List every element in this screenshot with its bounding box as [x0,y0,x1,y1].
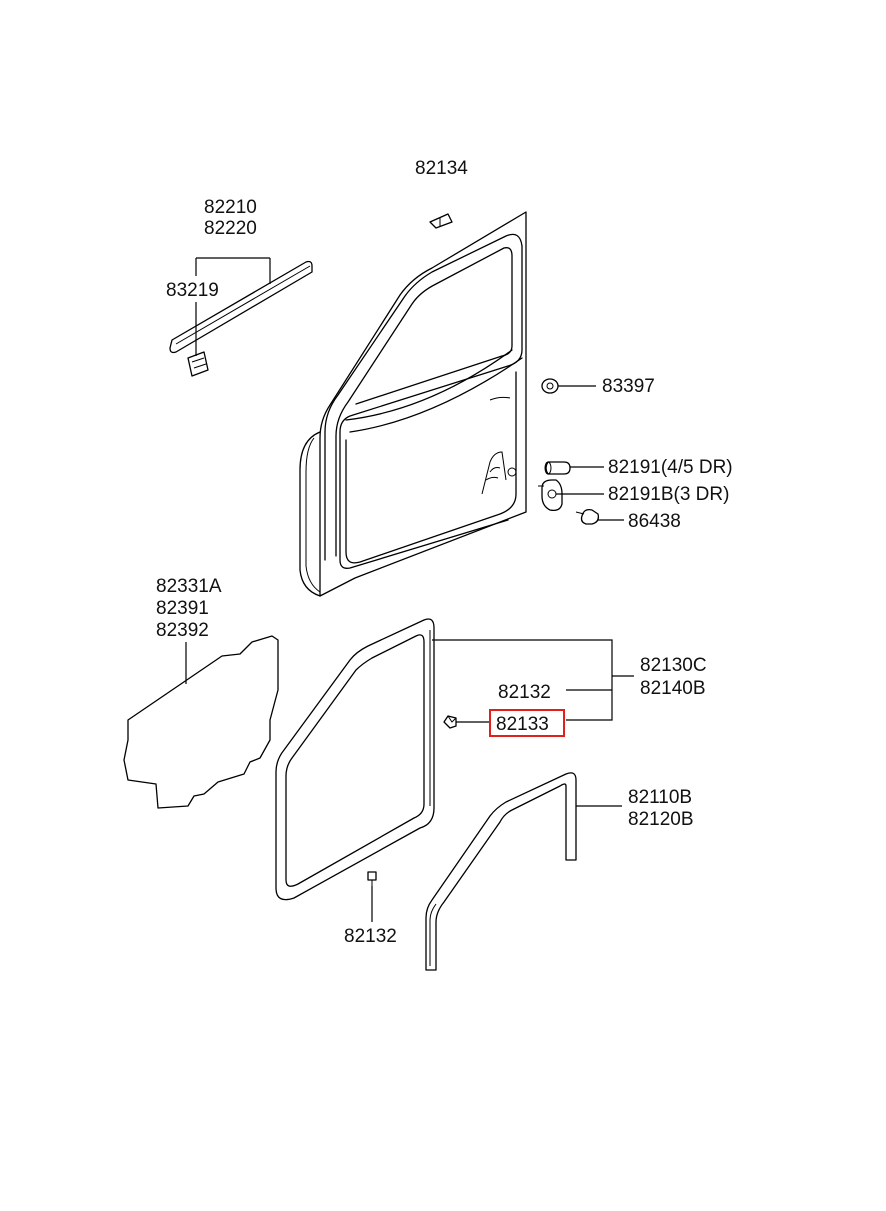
label-82391: 82391 [156,598,209,619]
cap-82133 [443,715,457,729]
grommet-83397 [541,378,559,394]
label-82120b: 82120B [628,809,694,830]
plug-86438 [575,508,600,525]
insulator-pad-82331a [123,635,279,809]
leader-lines [185,257,634,922]
label-82331a: 82331A [156,576,222,597]
label-82210: 82210 [204,197,257,218]
label-82133: 82133 [496,714,549,735]
label-82134: 82134 [415,158,468,179]
moulding-82210 [169,260,313,354]
highlight-box-82133 [489,709,565,737]
clip-82132-lower [367,871,377,886]
door-panel [299,211,527,597]
label-82110b: 82110B [628,787,692,808]
bumper-82191 [544,461,571,475]
part-labels: 82134 82210 82220 83219 83397 82191(4/5 … [156,158,733,947]
label-82392: 82392 [156,620,209,641]
label-83397: 83397 [602,376,655,397]
bracket-82191b [538,479,563,512]
label-86438: 86438 [628,511,681,532]
clip-82134 [429,213,453,229]
weatherstrip-82130c [275,618,435,901]
label-83219: 83219 [166,280,219,301]
label-82140b: 82140B [640,678,706,699]
label-82130c: 82130C [640,655,707,676]
label-82191b: 82191B(3 DR) [608,484,729,505]
clip-83219 [187,351,209,377]
label-82220: 82220 [204,218,257,239]
label-82132-upper: 82132 [498,682,551,703]
weatherstrip-82110b [425,772,577,971]
label-82132-lower: 82132 [344,926,397,947]
label-82191: 82191(4/5 DR) [608,457,733,478]
